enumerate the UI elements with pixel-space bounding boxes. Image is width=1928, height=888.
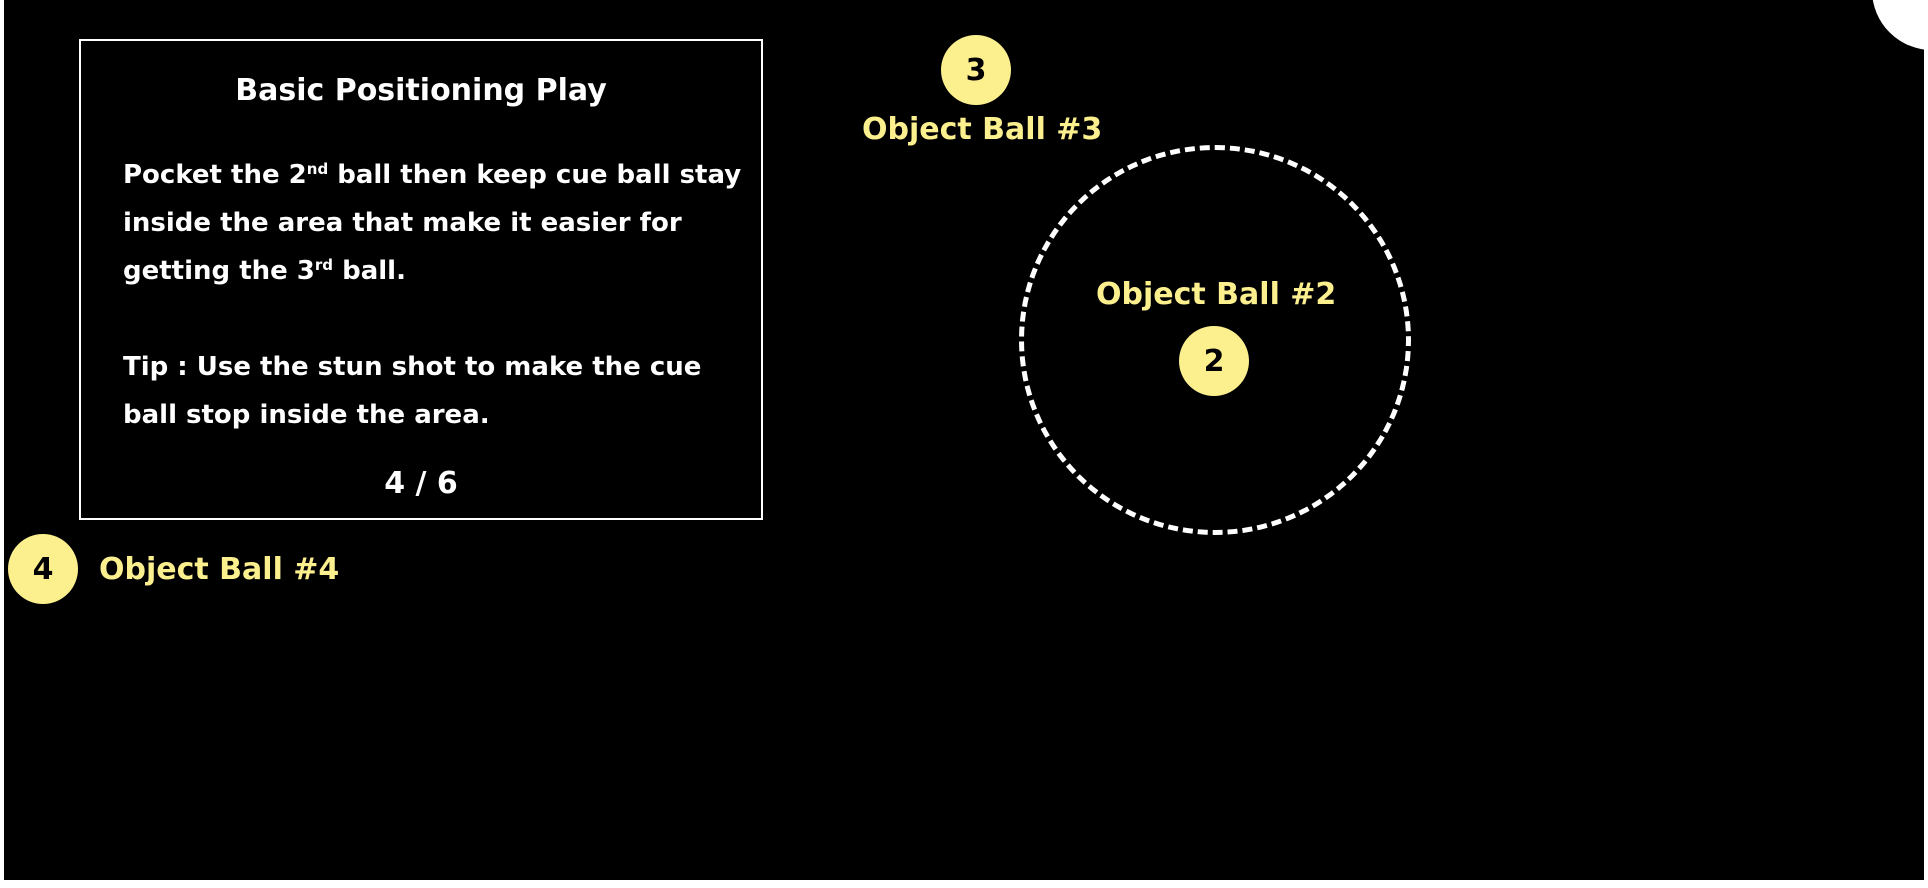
- object-ball-2-label: Object Ball #2: [1096, 277, 1337, 312]
- panel-instruction: Pocket the 2nd ball then keep cue ball s…: [123, 151, 743, 295]
- table-edge: [1924, 0, 1928, 888]
- object-ball-3-label: Object Ball #3: [862, 112, 1103, 147]
- panel-tip: Tip : Use the stun shot to make the cue …: [123, 352, 702, 430]
- object-ball-3: 3: [941, 35, 1011, 105]
- target-area-circle: [1019, 145, 1411, 535]
- instruction-sup-2: rd: [314, 256, 334, 274]
- object-ball-2: 2: [1179, 326, 1249, 396]
- instruction-sup-1: nd: [306, 160, 329, 178]
- corner-pocket-icon: [1872, 0, 1924, 50]
- instruction-text-1: Pocket the 2: [123, 160, 307, 190]
- instruction-text-2: ball then keep cue ball stay inside the …: [123, 160, 742, 286]
- panel-body: Pocket the 2nd ball then keep cue ball s…: [123, 151, 743, 439]
- panel-title: Basic Positioning Play: [235, 73, 607, 108]
- page-indicator: 4 / 6: [384, 466, 458, 501]
- instruction-text-3: ball.: [333, 256, 406, 286]
- instruction-panel: Basic Positioning Play Pocket the 2nd ba…: [79, 39, 763, 520]
- object-ball-4-label: Object Ball #4: [99, 552, 340, 587]
- object-ball-4: 4: [8, 534, 78, 604]
- pool-table: Basic Positioning Play Pocket the 2nd ba…: [4, 0, 1924, 880]
